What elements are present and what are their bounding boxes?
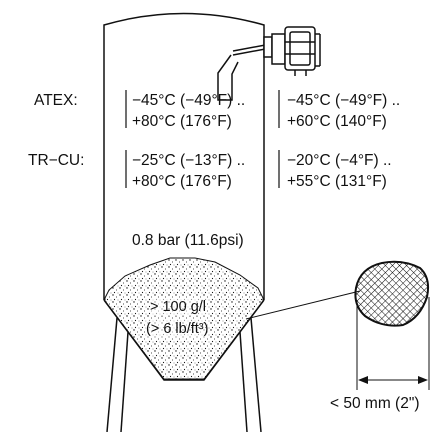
atex-outer-range-line1: −45°C (−49°F) .. — [287, 92, 401, 109]
granule-sample-icon — [354, 260, 430, 327]
silo-wall — [103, 12, 265, 300]
silo-leg-right-inner — [239, 331, 248, 432]
dimension-arrowhead-left — [358, 376, 368, 384]
atex-label: ATEX: — [34, 92, 78, 109]
atex-outer-range-line2: +60°C (140°F) — [287, 113, 387, 130]
dimension-arrowhead-right — [418, 376, 428, 384]
pressure-value: 0.8 bar (11.6psi) — [132, 232, 244, 249]
paddle-sensor-icon — [217, 26, 321, 101]
trcu-outer-range-line1: −20°C (−4°F) .. — [287, 152, 392, 169]
atex-inner-range-line2: +80°C (176°F) — [132, 113, 232, 130]
trcu-label: TR−CU: — [28, 152, 85, 169]
bulk-material-fill — [104, 257, 264, 380]
silo-leg-left — [106, 317, 118, 432]
atex-inner-range-line1: −45°C (−49°F) .. — [132, 92, 246, 109]
silo-leg-left-inner — [120, 331, 129, 432]
granule-leader-line — [245, 290, 361, 320]
trcu-outer-range-line2: +55°C (131°F) — [287, 173, 387, 190]
grain-size-dimension: < 50 mm (2") — [330, 395, 420, 412]
density-line2: (> 6 lb/ft³) — [146, 320, 209, 338]
trcu-inner-range-line1: −25°C (−13°F) .. — [132, 152, 246, 169]
density-line1: > 100 g/l — [150, 298, 207, 316]
trcu-inner-range-line2: +80°C (176°F) — [132, 173, 232, 190]
silo-leg-right — [250, 317, 262, 432]
